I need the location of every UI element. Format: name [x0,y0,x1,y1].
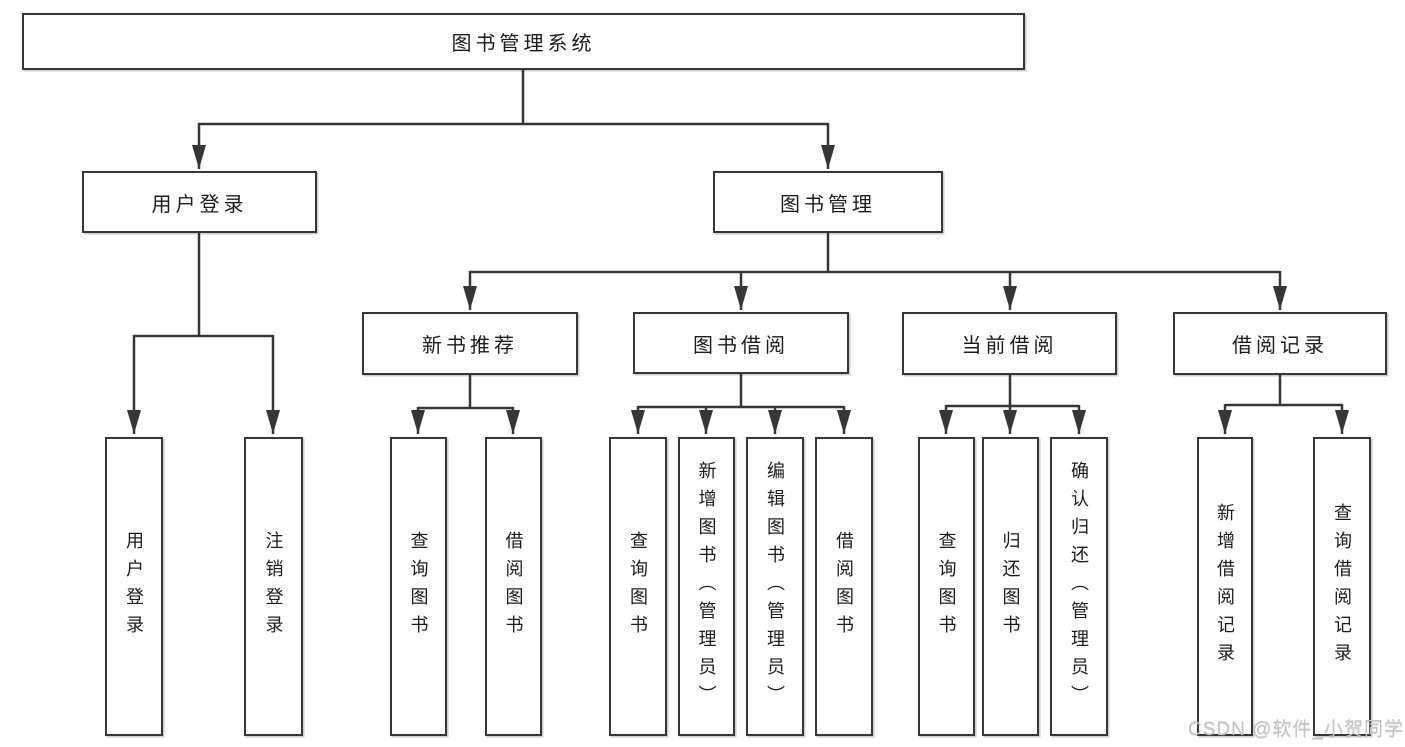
leaf-user-login: 用户登录 [105,437,163,736]
leaf-add-books-admin: 新增图书（管理员） [678,437,735,736]
leaf-query-books-2: 查询图书 [609,437,667,736]
node-book-borrow: 图书借阅 [633,312,849,374]
node-root-label: 图书管理系统 [451,33,596,55]
leaf-add-borrow-record: 新增借阅记录 [1197,437,1253,736]
leaf-query-books-3: 查询图书 [918,437,975,736]
node-root: 图书管理系统 [22,13,1025,70]
leaf-add-books-admin-label: 新增图书（管理员） [696,460,717,713]
leaf-query-borrow-record-label: 查询借阅记录 [1332,502,1352,671]
leaf-edit-books-admin: 编辑图书（管理员） [746,437,804,736]
node-user-login-label: 用户登录 [151,193,248,216]
leaf-confirm-return-admin: 确认归还（管理员） [1050,437,1108,736]
leaf-borrow-books-1: 借阅图书 [485,437,542,736]
leaf-borrow-books-2-label: 借阅图书 [834,530,854,643]
leaf-query-books-1: 查询图书 [390,437,447,736]
node-borrow-records: 借阅记录 [1173,312,1387,375]
node-book-borrow-label: 图书借阅 [693,334,789,357]
leaf-return-books: 归还图书 [982,437,1039,736]
node-current-borrow: 当前借阅 [902,312,1117,375]
leaf-borrow-books-2: 借阅图书 [815,437,873,736]
leaf-borrow-books-1-label: 借阅图书 [503,530,524,643]
leaf-confirm-return-admin-label: 确认归还（管理员） [1069,460,1089,713]
leaf-add-borrow-record-label: 新增借阅记录 [1215,502,1235,671]
leaf-query-books-3-label: 查询图书 [936,530,957,643]
leaf-return-books-label: 归还图书 [1000,530,1021,643]
node-user-login: 用户登录 [82,171,317,233]
csdn-watermark: CSDN @软件_小贺同学 [1188,719,1404,740]
leaf-query-books-2-label: 查询图书 [628,530,648,643]
node-new-book-recommend-label: 新书推荐 [422,335,518,357]
leaf-logout-label: 注销登录 [263,530,284,643]
node-book-management: 图书管理 [713,171,943,233]
leaf-query-borrow-record: 查询借阅记录 [1313,437,1371,736]
leaf-edit-books-admin-label: 编辑图书（管理员） [765,460,785,713]
leaf-logout: 注销登录 [244,437,303,736]
leaf-user-login-label: 用户登录 [124,530,144,643]
node-borrow-records-label: 借阅记录 [1232,335,1328,357]
node-new-book-recommend: 新书推荐 [362,312,578,375]
node-book-management-label: 图书管理 [780,193,876,216]
node-current-borrow-label: 当前借阅 [961,335,1058,357]
leaf-query-books-1-label: 查询图书 [408,530,429,643]
